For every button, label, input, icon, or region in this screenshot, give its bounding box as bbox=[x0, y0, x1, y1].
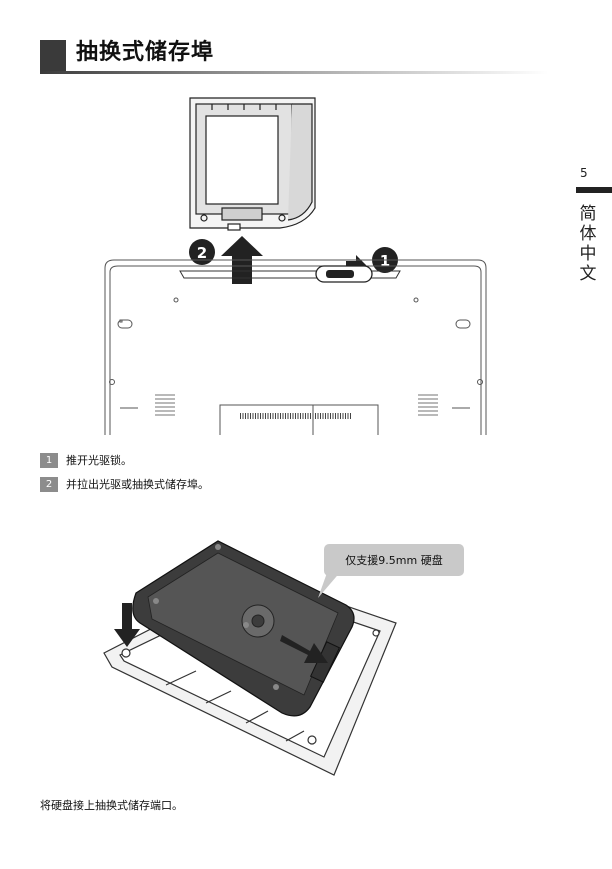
side-tab-bar bbox=[576, 187, 612, 193]
arrow-down-icon bbox=[114, 603, 140, 647]
figure-remove-drive: 2 1 bbox=[104, 97, 487, 435]
language-char: 体 bbox=[579, 224, 597, 244]
step-text: 推开光驱锁。 bbox=[66, 454, 132, 467]
title-underline bbox=[40, 71, 548, 74]
figure-insert-hdd bbox=[103, 540, 397, 776]
step-2: 2 并拉出光驱或抽换式储存埠。 bbox=[40, 476, 209, 492]
step-badge-2 bbox=[189, 239, 215, 265]
title-block-marker bbox=[40, 40, 66, 72]
optical-drive-caddy bbox=[189, 97, 316, 231]
instruction-note: 将硬盘接上抽换式储存端口。 bbox=[40, 799, 183, 812]
drive-lock-switch bbox=[315, 265, 373, 283]
side-tab-language: 简 体 中 文 bbox=[578, 204, 598, 284]
hard-drive bbox=[132, 540, 355, 717]
page-number: 5 bbox=[580, 166, 588, 180]
arrow-right-icon bbox=[280, 635, 328, 663]
step-1: 1 推开光驱锁。 bbox=[40, 452, 132, 468]
language-char: 中 bbox=[579, 244, 597, 264]
vent-grille bbox=[155, 394, 438, 419]
step-number: 2 bbox=[40, 476, 58, 492]
badge-2-label: 2 bbox=[197, 244, 207, 262]
step-number: 1 bbox=[40, 452, 58, 468]
callout-hdd-spec: 仅支援9.5mm 硬盘 bbox=[324, 544, 464, 576]
step-text: 并拉出光驱或抽换式储存埠。 bbox=[66, 478, 209, 491]
page-title: 抽换式储存埠 bbox=[76, 40, 215, 65]
language-char: 文 bbox=[579, 264, 597, 284]
badge-1-label: 1 bbox=[380, 252, 390, 270]
callout-tail bbox=[318, 570, 342, 598]
language-char: 简 bbox=[579, 204, 597, 224]
laptop-bottom bbox=[104, 259, 487, 435]
